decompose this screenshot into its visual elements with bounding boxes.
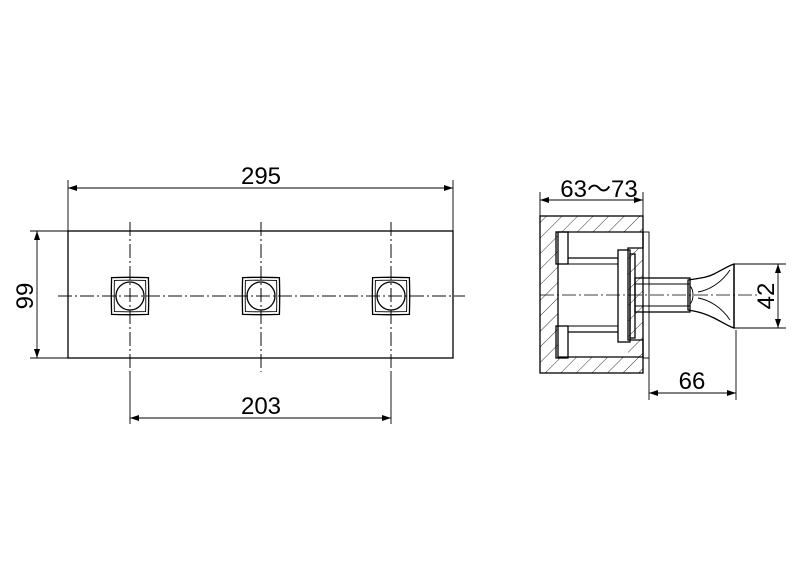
dimension-label-42: 42	[753, 283, 780, 310]
cover-plate	[67, 230, 454, 359]
dimension-wall-depth: 63～73	[539, 176, 644, 216]
dimension-label-203: 203	[241, 393, 281, 420]
dimension-handle-diameter: 42	[734, 263, 786, 329]
dimension-label-63-73: 63～73	[560, 176, 637, 203]
dimension-label-295: 295	[241, 163, 281, 190]
dimension-handle-spacing: 203	[129, 372, 392, 424]
dimension-height: 99	[12, 230, 68, 359]
front-view: 295 99 203	[12, 163, 465, 424]
dimension-overall-width: 295	[67, 163, 454, 231]
dimension-label-66: 66	[679, 368, 706, 395]
valve-mount-bottom	[555, 325, 569, 359]
side-view: 63～73 66 42	[539, 176, 786, 400]
dimension-label-99: 99	[12, 283, 39, 310]
dimension-handle-projection: 66	[648, 330, 737, 400]
valve-mount-top	[555, 231, 569, 265]
